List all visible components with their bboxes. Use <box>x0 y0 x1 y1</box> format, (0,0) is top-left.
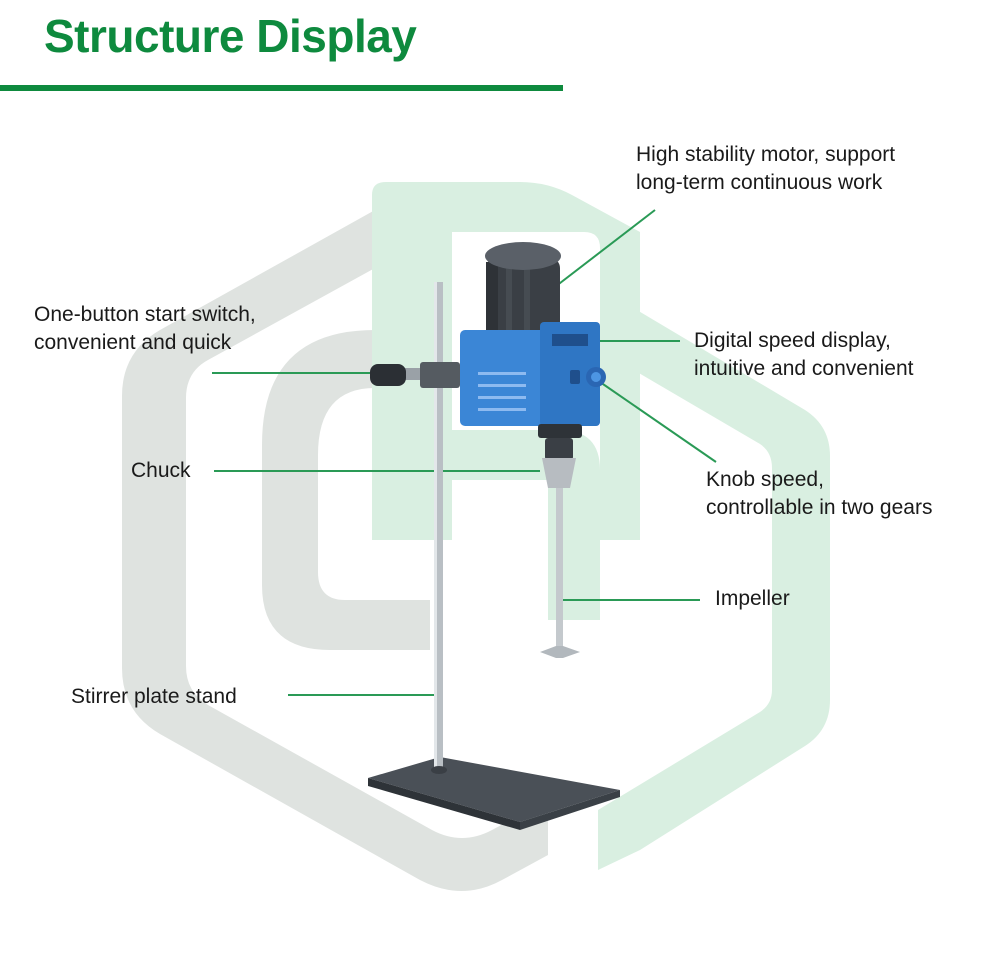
callout-switch-line-1: One-button start switch, <box>34 303 256 326</box>
clamp-knob <box>370 364 406 386</box>
logo-mint-inner <box>452 430 600 620</box>
callout-knob-line-2: controllable in two gears <box>706 496 933 519</box>
logo-grey-hexagon <box>122 210 548 891</box>
base-plate-edge <box>368 778 520 830</box>
callout-switch: One-button start switch, convenient and … <box>34 301 256 357</box>
clamp-block <box>420 362 460 388</box>
callout-display-line-1: Digital speed display, <box>694 329 891 352</box>
support-rod <box>434 282 443 772</box>
digital-display-screen <box>552 334 588 346</box>
callout-knob: Knob speed, controllable in two gears <box>706 466 932 522</box>
leader-knob <box>599 381 717 463</box>
rod-base-nut <box>431 766 447 774</box>
callout-display-line-2: intuitive and convenient <box>694 357 914 380</box>
callout-impeller: Impeller <box>715 585 790 613</box>
callout-chuck: Chuck <box>131 457 191 485</box>
chuck-collar <box>538 424 582 438</box>
motor-cap <box>485 242 561 270</box>
leader-lines <box>212 209 717 696</box>
callout-stand-line-1: Stirrer plate stand <box>71 685 237 708</box>
impeller-blades <box>540 646 580 658</box>
chuck-body <box>545 438 573 460</box>
callout-impeller-line-1: Impeller <box>715 587 790 610</box>
callout-motor-line-2: long-term continuous work <box>636 171 883 194</box>
callout-chuck-line-1: Chuck <box>131 459 191 482</box>
logo-grey-inner <box>262 330 430 650</box>
page-title: Structure Display <box>44 10 417 62</box>
callout-display: Digital speed display, intuitive and con… <box>694 327 914 383</box>
logo-mint-right <box>598 300 830 870</box>
callout-knob-line-1: Knob speed, <box>706 468 824 491</box>
title-underline <box>0 85 563 91</box>
start-button <box>570 370 580 384</box>
stirrer-device <box>368 242 620 830</box>
chuck-jaw <box>542 458 576 488</box>
base-plate-top <box>368 757 620 822</box>
callout-motor-line-1: High stability motor, support <box>636 143 896 166</box>
base-plate-edge-right <box>520 790 620 830</box>
callout-switch-line-2: convenient and quick <box>34 331 232 354</box>
callout-stand: Stirrer plate stand <box>71 683 237 711</box>
callout-motor: High stability motor, support long-term … <box>636 141 895 197</box>
impeller-shaft <box>556 488 563 653</box>
